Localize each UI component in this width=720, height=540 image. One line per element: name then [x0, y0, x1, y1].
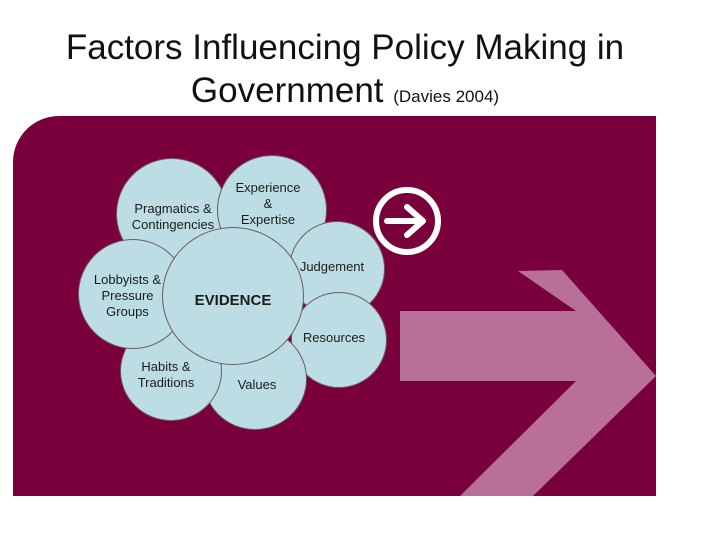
large-arrow-right-icon [400, 270, 656, 496]
title-line-1: Factors Influencing Policy Making in [65, 28, 625, 67]
maroon-panel: Pragmatics &Contingencies Experience&Exp… [13, 116, 656, 496]
slide-title: Factors Influencing Policy Making in Gov… [0, 26, 690, 118]
evidence-label: EVIDENCE [194, 292, 272, 309]
factor-bubble-resources [291, 292, 387, 388]
factor-label-experience: Experience&Expertise [235, 180, 301, 227]
factor-label-pragmatics: Pragmatics &Contingencies [131, 201, 215, 232]
evidence-bubble [162, 227, 304, 365]
arrow-right-circle-icon [373, 187, 441, 255]
factor-label-resources: Resources [302, 330, 366, 345]
factor-label-values: Values [237, 377, 277, 392]
title-line-2: Government [190, 71, 394, 110]
title-citation: (Davies 2004) [393, 87, 500, 106]
factor-label-judgement: Judgement [299, 259, 365, 274]
factor-label-habits: Habits &Traditions [137, 359, 195, 390]
